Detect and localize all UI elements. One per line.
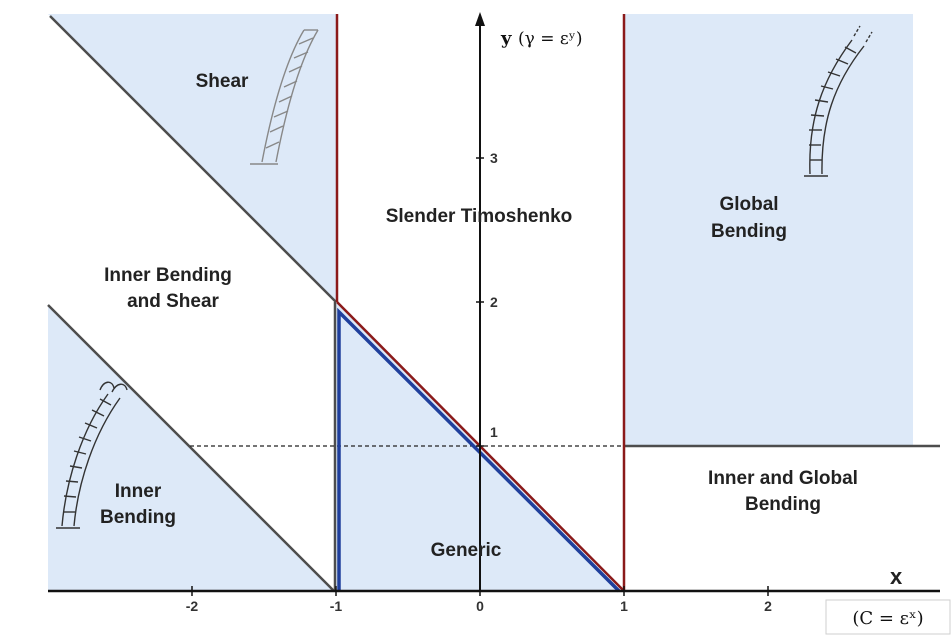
global-bending-label: Global: [719, 194, 778, 215]
beam-shear-icon: [250, 29, 319, 165]
y-ticks: [476, 157, 484, 447]
y-tick-label: 2: [490, 294, 498, 310]
shear-boundary-line: [49, 15, 337, 303]
y-tick-label: 1: [490, 424, 498, 440]
x-tick-label: 2: [764, 598, 772, 614]
inner-bending-label: Bending: [100, 507, 176, 528]
x-tick-label: 0: [476, 598, 484, 614]
slender-timoshenko-label: Slender Timoshenko: [386, 206, 573, 227]
inner-bending-boundary-line: [47, 304, 335, 592]
y-axis-arrow: [475, 12, 485, 26]
inner-bending-shear-label: Inner Bending: [104, 265, 232, 286]
global-bending-label: Bending: [711, 221, 787, 242]
x-axis-label: (C = εˣ): [852, 608, 923, 629]
inner-global-bending-label: Inner and Global: [708, 468, 858, 489]
x-axis-name: x: [890, 564, 903, 589]
shear-label: Shear: [196, 71, 249, 92]
inner-bending-label: Inner: [115, 481, 162, 502]
x-tick-label: -1: [330, 598, 343, 614]
generic-blue-boundary: [337, 307, 621, 593]
beam-global-bending-icon: [804, 25, 873, 177]
y-axis-label: (γ = εʸ): [518, 29, 582, 49]
global-bending-region: [624, 14, 913, 446]
y-tick-label: 3: [490, 150, 498, 166]
y-axis-label-symbol: y: [500, 28, 512, 49]
x-tick-label: -2: [186, 598, 199, 614]
x-axis-label-box: [825, 599, 951, 635]
x-ticks: [191, 586, 769, 596]
generic-label: Generic: [431, 540, 502, 561]
inner-bending-shear-label: and Shear: [127, 291, 219, 312]
beam-inner-bending-icon: [56, 381, 128, 529]
x-tick-label: 1: [620, 598, 628, 614]
inner-global-bending-label: Bending: [745, 494, 821, 515]
